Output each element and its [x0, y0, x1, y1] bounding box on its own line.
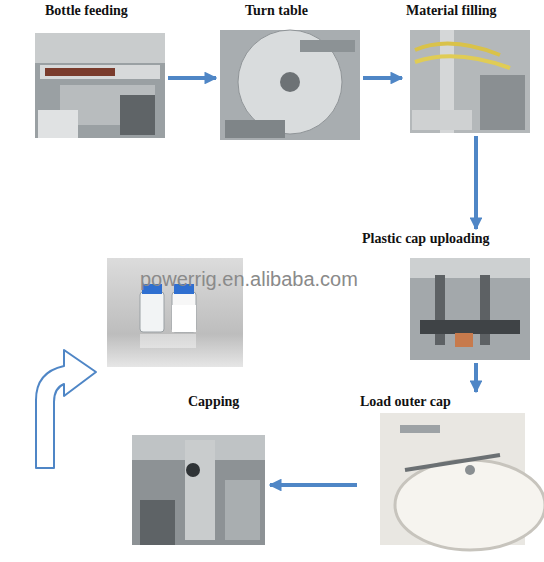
- flow-arrow: [363, 76, 402, 80]
- process-step: Load outer cap: [358, 394, 528, 547]
- flow-arrow: [168, 76, 216, 80]
- flow-arrow: [474, 363, 478, 392]
- step-label: Plastic cap uploading: [362, 231, 536, 247]
- bottle-feeding-photo: [35, 33, 165, 138]
- plastic-cap-uploading-photo: [410, 258, 530, 360]
- capping-photo: [132, 435, 265, 545]
- curved-return-arrow: [36, 350, 96, 468]
- process-step: Bottle feeding: [33, 3, 167, 140]
- process-step: Plastic cap uploading: [360, 231, 536, 362]
- step-label: Turn table: [245, 3, 362, 19]
- step-label: Material filling: [406, 3, 538, 19]
- watermark: powerrig.en.alibaba.com: [140, 268, 358, 291]
- process-step: Material filling: [404, 3, 538, 135]
- load-outer-cap-photo: [380, 413, 544, 550]
- flow-arrow: [474, 136, 478, 229]
- step-label: Capping: [188, 394, 268, 410]
- turn-table-photo: [220, 30, 360, 140]
- step-label: Bottle feeding: [45, 3, 167, 19]
- process-step: Capping: [130, 394, 268, 547]
- flow-arrow: [270, 483, 357, 487]
- step-label: Load outer cap: [360, 394, 528, 410]
- process-step: Turn table: [218, 3, 362, 142]
- material-filling-photo: [410, 30, 530, 133]
